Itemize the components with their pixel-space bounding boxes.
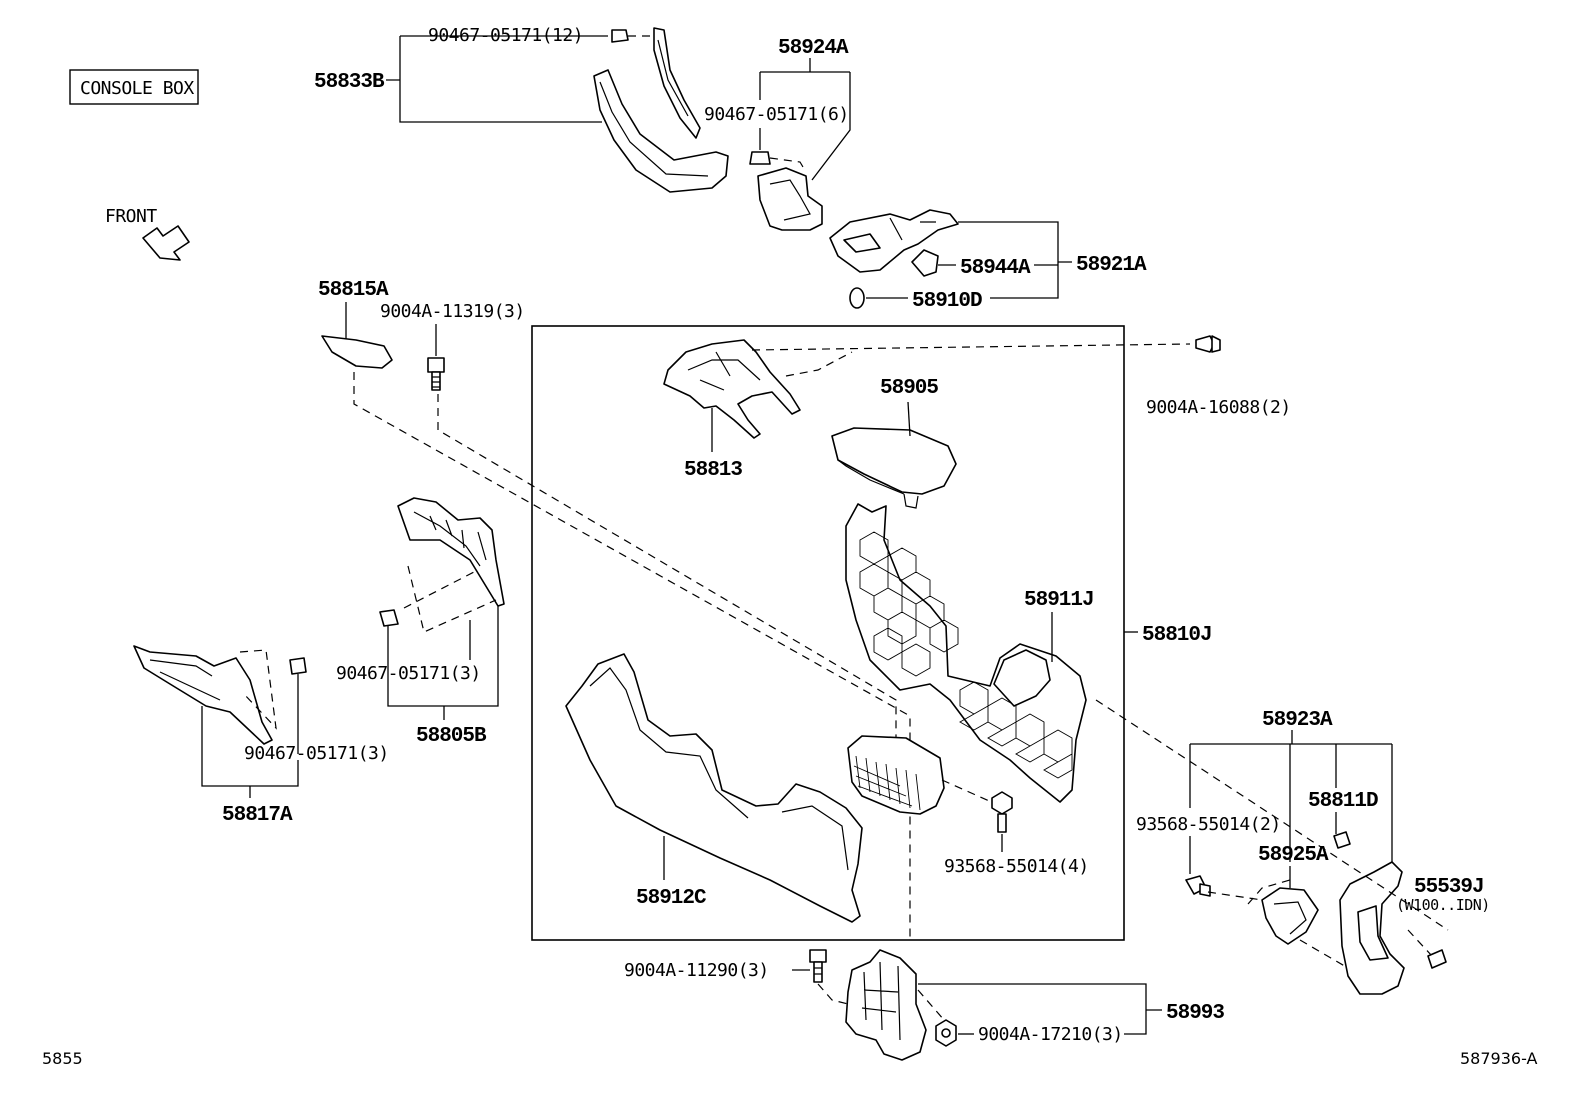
- clip-93568-55014-4: [991, 791, 1013, 833]
- label-58805B: 58805B: [416, 725, 487, 748]
- label-58925A: 58925A: [1258, 844, 1329, 867]
- part-58910D: [849, 287, 865, 309]
- clip-93568-55014-2: [1185, 875, 1211, 897]
- part-55539J-panel: [1339, 861, 1405, 995]
- label-58910D: 58910D: [912, 290, 982, 313]
- label-58911J: 58911J: [1024, 589, 1094, 612]
- front-label: FRONT: [105, 206, 157, 227]
- label-58912C: 58912C: [636, 887, 707, 910]
- label-58921A: 58921A: [1076, 254, 1147, 277]
- part-58811D: [1333, 831, 1351, 849]
- label-58905: 58905: [880, 377, 938, 400]
- clip-55539J: [1427, 949, 1447, 969]
- part-58993: [845, 949, 927, 1061]
- label-9004A-11290-3: 9004A-11290(3): [624, 960, 769, 981]
- part-58833B: [593, 27, 729, 193]
- part-58813: [663, 339, 801, 439]
- bolt-9004A-11319: [427, 357, 445, 391]
- label-93568-55014-4: 93568-55014(4): [944, 856, 1089, 877]
- label-90467-05171-3-mid: 90467-05171(3): [336, 663, 481, 684]
- label-58815A: 58815A: [318, 279, 389, 302]
- label-9004A-17210-3: 9004A-17210(3): [978, 1024, 1123, 1045]
- label-58817A: 58817A: [222, 804, 293, 827]
- assembly-frame-58810J: [531, 325, 1125, 941]
- part-58912C: [565, 653, 863, 923]
- label-90467-05171-12: 90467-05171(12): [428, 25, 583, 46]
- part-console-tray: [847, 735, 945, 815]
- footer-right-code: 587936-A: [1460, 1049, 1538, 1068]
- label-9004A-11319-3: 9004A-11319(3): [380, 301, 525, 322]
- bolt-9004A-11290: [809, 949, 827, 983]
- label-90467-05171-3-left: 90467-05171(3): [244, 743, 389, 764]
- part-58925A: [1261, 887, 1319, 945]
- label-58813: 58813: [684, 459, 742, 482]
- section-box-label: CONSOLE BOX: [80, 78, 194, 99]
- screw-9004A-16088: [1195, 335, 1221, 353]
- label-58810J: 58810J: [1142, 624, 1212, 647]
- label-58923A: 58923A: [1262, 709, 1333, 732]
- label-55539J-note: (W100..IDN): [1396, 896, 1490, 914]
- front-arrow-icon: [142, 225, 190, 261]
- clip-90467-05171-12: [611, 29, 629, 43]
- label-58833B: 58833B: [314, 71, 385, 94]
- footer-left-code: 5855: [42, 1049, 83, 1068]
- clip-90467-05171-6: [749, 151, 771, 165]
- label-58924A: 58924A: [778, 37, 849, 60]
- label-90467-05171-6: 90467-05171(6): [704, 104, 849, 125]
- label-58993: 58993: [1166, 1002, 1224, 1025]
- label-58944A: 58944A: [960, 257, 1031, 280]
- label-9004A-16088-2: 9004A-16088(2): [1146, 397, 1291, 418]
- clip-90467-05171-3-mid: [379, 609, 399, 627]
- part-58905: [831, 427, 957, 509]
- part-58921A: [829, 209, 959, 273]
- label-93568-55014-2: 93568-55014(2): [1136, 814, 1281, 835]
- nut-9004A-17210: [935, 1019, 957, 1047]
- part-58911J: [845, 503, 1087, 803]
- part-58815A: [321, 335, 393, 369]
- label-58811D: 58811D: [1308, 790, 1378, 813]
- clip-90467-05171-3-left: [289, 657, 307, 675]
- part-58805B: [397, 497, 505, 607]
- part-58944A: [911, 249, 939, 277]
- part-58817A: [133, 645, 273, 745]
- part-58924A: [757, 167, 823, 231]
- label-55539J: 55539J: [1414, 876, 1484, 899]
- section-box: [69, 69, 199, 105]
